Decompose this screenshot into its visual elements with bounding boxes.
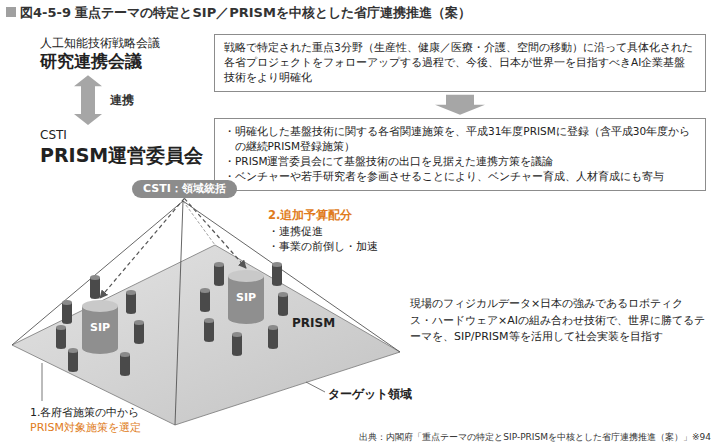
figure-title: 図4-5-9 重点テーマの特定とSIP／PRISMを中核とした省庁連携推進（案） <box>20 4 471 22</box>
connector-label: 連携 <box>110 92 134 109</box>
step-label: PRISM対象施策を選定 <box>30 420 141 435</box>
pyramid-edge <box>183 201 400 352</box>
pyramid-edge <box>175 201 183 425</box>
leader-line <box>42 363 43 401</box>
cylinder-text: SIP <box>82 300 118 333</box>
small-cylinder <box>120 352 130 376</box>
prism-label: PRISM <box>292 316 335 330</box>
committee-title: PRISM運営委員会 <box>40 144 203 168</box>
bullet-text: ・PRISM運営委員会にて基盤技術の出口を見据えた連携方策を議論 <box>224 154 696 169</box>
box-text: 戦略で特定された重点3分野（生産性、健康／医療・介護、空間の移動）に沿って具体化… <box>224 40 696 86</box>
council-name: 人工知能技術戦略会議 <box>40 36 160 51</box>
cylinder-top <box>228 270 264 282</box>
small-cylinder <box>126 290 136 314</box>
link-arrow <box>74 75 102 125</box>
pill-text: CSTI：領域統括 <box>143 182 226 196</box>
small-cylinder <box>272 262 282 286</box>
small-cylinder <box>278 292 288 316</box>
small-cylinder <box>62 300 72 324</box>
small-cylinder <box>204 318 214 342</box>
allocation-arrow <box>100 198 184 298</box>
target-area-label: ターゲット領域 <box>328 386 412 403</box>
small-cylinder <box>232 332 242 356</box>
cylinder-top <box>82 300 118 312</box>
budget-item: ・事業の前倒し・加速 <box>268 239 378 254</box>
bullet-text: ・明確化した基盤技術に関する各省関連施策を、平成31年度PRISMに登録（含平成… <box>224 124 696 154</box>
leader-line <box>306 382 325 392</box>
council-title: 研究連携会議 <box>40 51 160 72</box>
budget-heading: 2.追加予算配分 <box>268 208 352 223</box>
small-cylinder <box>200 288 210 312</box>
source-caption: 出典：内閣府「重点テーマの特定とSIP-PRISMを中核とした省庁連携推進（案）… <box>359 431 711 444</box>
pyramid-edge <box>183 201 215 245</box>
committee-label: CSTIPRISM運営委員会 <box>40 128 203 167</box>
sip-cylinder: SIP <box>228 270 264 324</box>
strategy-box: 戦略で特定された重点3分野（生産性、健康／医療・介護、空間の移動）に沿って具体化… <box>214 34 706 92</box>
small-cylinder <box>68 348 78 372</box>
csti-pill: CSTI：領域統括 <box>132 180 237 198</box>
bullet-text: ・ベンチャーや若手研究者を参画させることにより、ベンチャー育成、人材育成にも寄与 <box>224 169 696 184</box>
goal-note: 現場のフィジカルデータ×日本の強みであるロボティクス・ハードウェア×AIの組み合… <box>410 296 705 346</box>
small-cylinder <box>90 275 100 299</box>
small-cylinder <box>134 320 144 344</box>
small-cylinder <box>56 325 66 349</box>
council-label: 人工知能技術戦略会議研究連携会議 <box>40 36 160 72</box>
small-cylinder <box>214 262 224 286</box>
step-label: 1.各府省施策の中から <box>30 405 140 420</box>
sip-cylinder: SIP <box>82 300 118 354</box>
flow-arrow <box>435 95 485 115</box>
allocation-arrow <box>184 198 246 268</box>
cylinder-text: SIP <box>228 270 264 303</box>
pyramid-edge <box>12 201 183 345</box>
budget-item: ・連携促進 <box>268 224 323 239</box>
committee-org: CSTI <box>40 128 203 144</box>
small-cylinder <box>268 325 278 349</box>
measures-box: ・明確化した基盤技術に関する各省関連施策を、平成31年度PRISMに登録（含平成… <box>214 118 706 191</box>
title-marker <box>6 7 16 17</box>
